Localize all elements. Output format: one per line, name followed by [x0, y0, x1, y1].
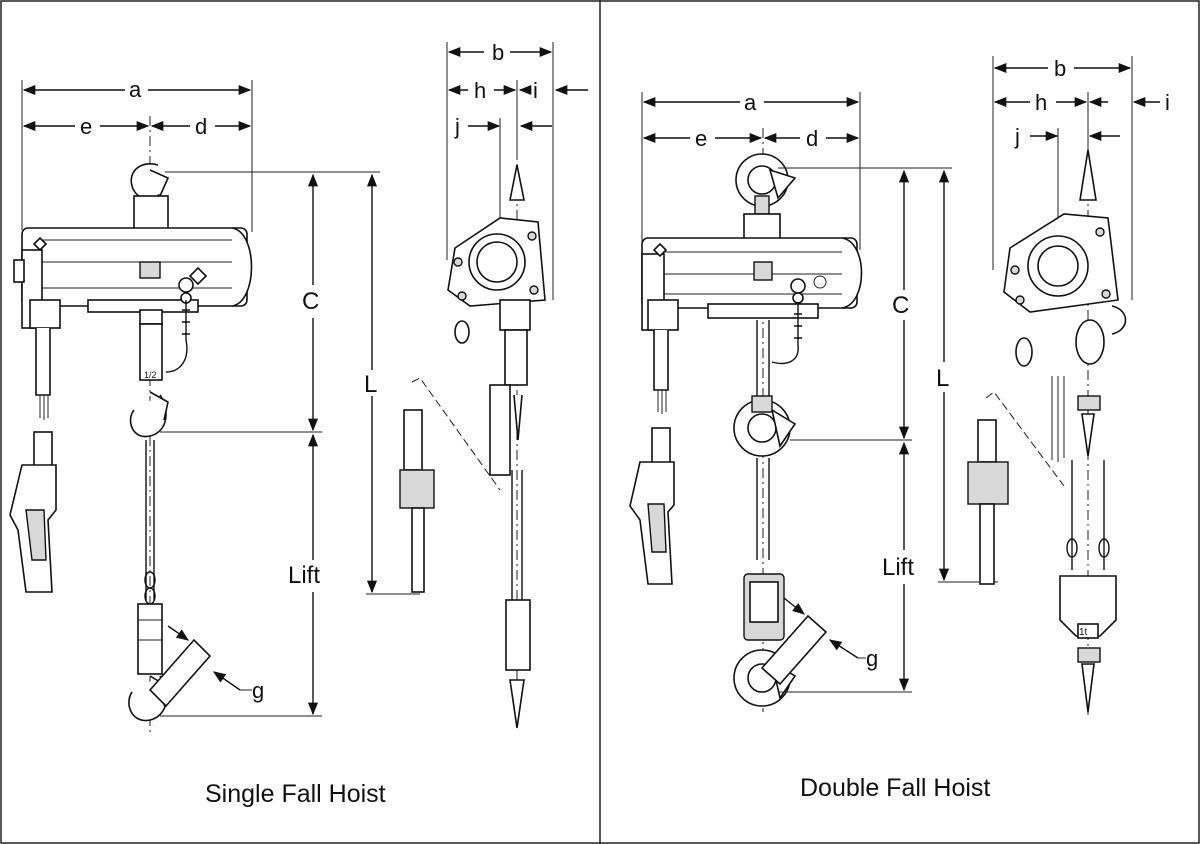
air-motor-body-right — [641, 237, 863, 331]
label-j-right: j — [1014, 124, 1020, 149]
label-lift-right: Lift — [882, 554, 914, 581]
single-fall-panel: a e d — [9, 40, 588, 735]
dimension-b-right: b — [993, 56, 1132, 81]
dimension-lift-left: Lift — [288, 433, 320, 716]
label-i-right: i — [1165, 90, 1170, 115]
middle-hook-right — [733, 395, 797, 457]
label-b-left: b — [492, 40, 504, 65]
double-fall-panel: a e d — [629, 56, 1170, 715]
label-c-right: C — [892, 292, 909, 319]
dimension-i-left: i — [518, 78, 588, 103]
label-b-right: b — [1054, 56, 1066, 81]
chain-sprocket-left — [178, 277, 194, 304]
dimension-c-right: C — [892, 169, 909, 440]
pendant-side-view-right — [967, 391, 1065, 585]
dimension-i-right: i — [1088, 90, 1170, 115]
dimension-e-left: e — [22, 114, 150, 139]
label-d: d — [195, 114, 207, 139]
dimension-d-left: d — [150, 114, 252, 139]
load-mark-double: 1t — [1079, 627, 1088, 638]
dimension-j-right: j — [1014, 124, 1120, 220]
pendant-control-left — [9, 299, 61, 593]
label-a-right: a — [744, 90, 757, 115]
dimension-lift-right: Lift — [882, 441, 914, 692]
caption-double-fall: Double Fall Hoist — [800, 774, 991, 802]
label-l-right: L — [936, 365, 949, 392]
top-hook-right — [735, 153, 797, 247]
side-view-hoist-right: 1t — [1003, 149, 1127, 715]
label-d-right: d — [806, 126, 818, 151]
pendant-side-view-left — [399, 377, 501, 593]
side-view-hoist-left — [447, 150, 546, 730]
dimension-l-left: L — [364, 173, 420, 595]
label-i-left: i — [533, 78, 538, 103]
chain-sprocket-right — [771, 278, 806, 365]
dimension-h-left: h — [447, 78, 517, 103]
dimension-g-right: g — [760, 597, 878, 686]
dimension-b-left: b — [447, 40, 553, 65]
caption-single-fall: Single Fall Hoist — [205, 780, 386, 808]
label-e-right: e — [695, 126, 707, 151]
dimension-g-left: g — [148, 625, 264, 708]
dimension-c-left: C — [302, 173, 319, 432]
dimension-h-right: h — [993, 90, 1088, 115]
load-mark-single: 1/2 — [144, 370, 157, 380]
label-g-left: g — [252, 678, 264, 703]
label-h-left: h — [474, 78, 486, 103]
label-a: a — [129, 77, 142, 102]
label-e: e — [80, 114, 92, 139]
label-j-left: j — [454, 114, 460, 139]
dimension-a-left: a — [21, 77, 253, 232]
label-h-right: h — [1035, 90, 1047, 115]
label-g-right: g — [866, 646, 878, 671]
dimension-a-right: a — [641, 90, 861, 250]
dimension-j-left: j — [454, 114, 552, 220]
label-lift-left: Lift — [288, 562, 320, 589]
dimension-d-right: d — [763, 126, 860, 151]
pendant-control-right — [629, 299, 679, 585]
label-c-left: C — [302, 288, 319, 315]
dimension-e-right: e — [642, 126, 763, 151]
label-l-left: L — [364, 371, 377, 398]
load-chain-left: 1/2 — [139, 323, 163, 605]
